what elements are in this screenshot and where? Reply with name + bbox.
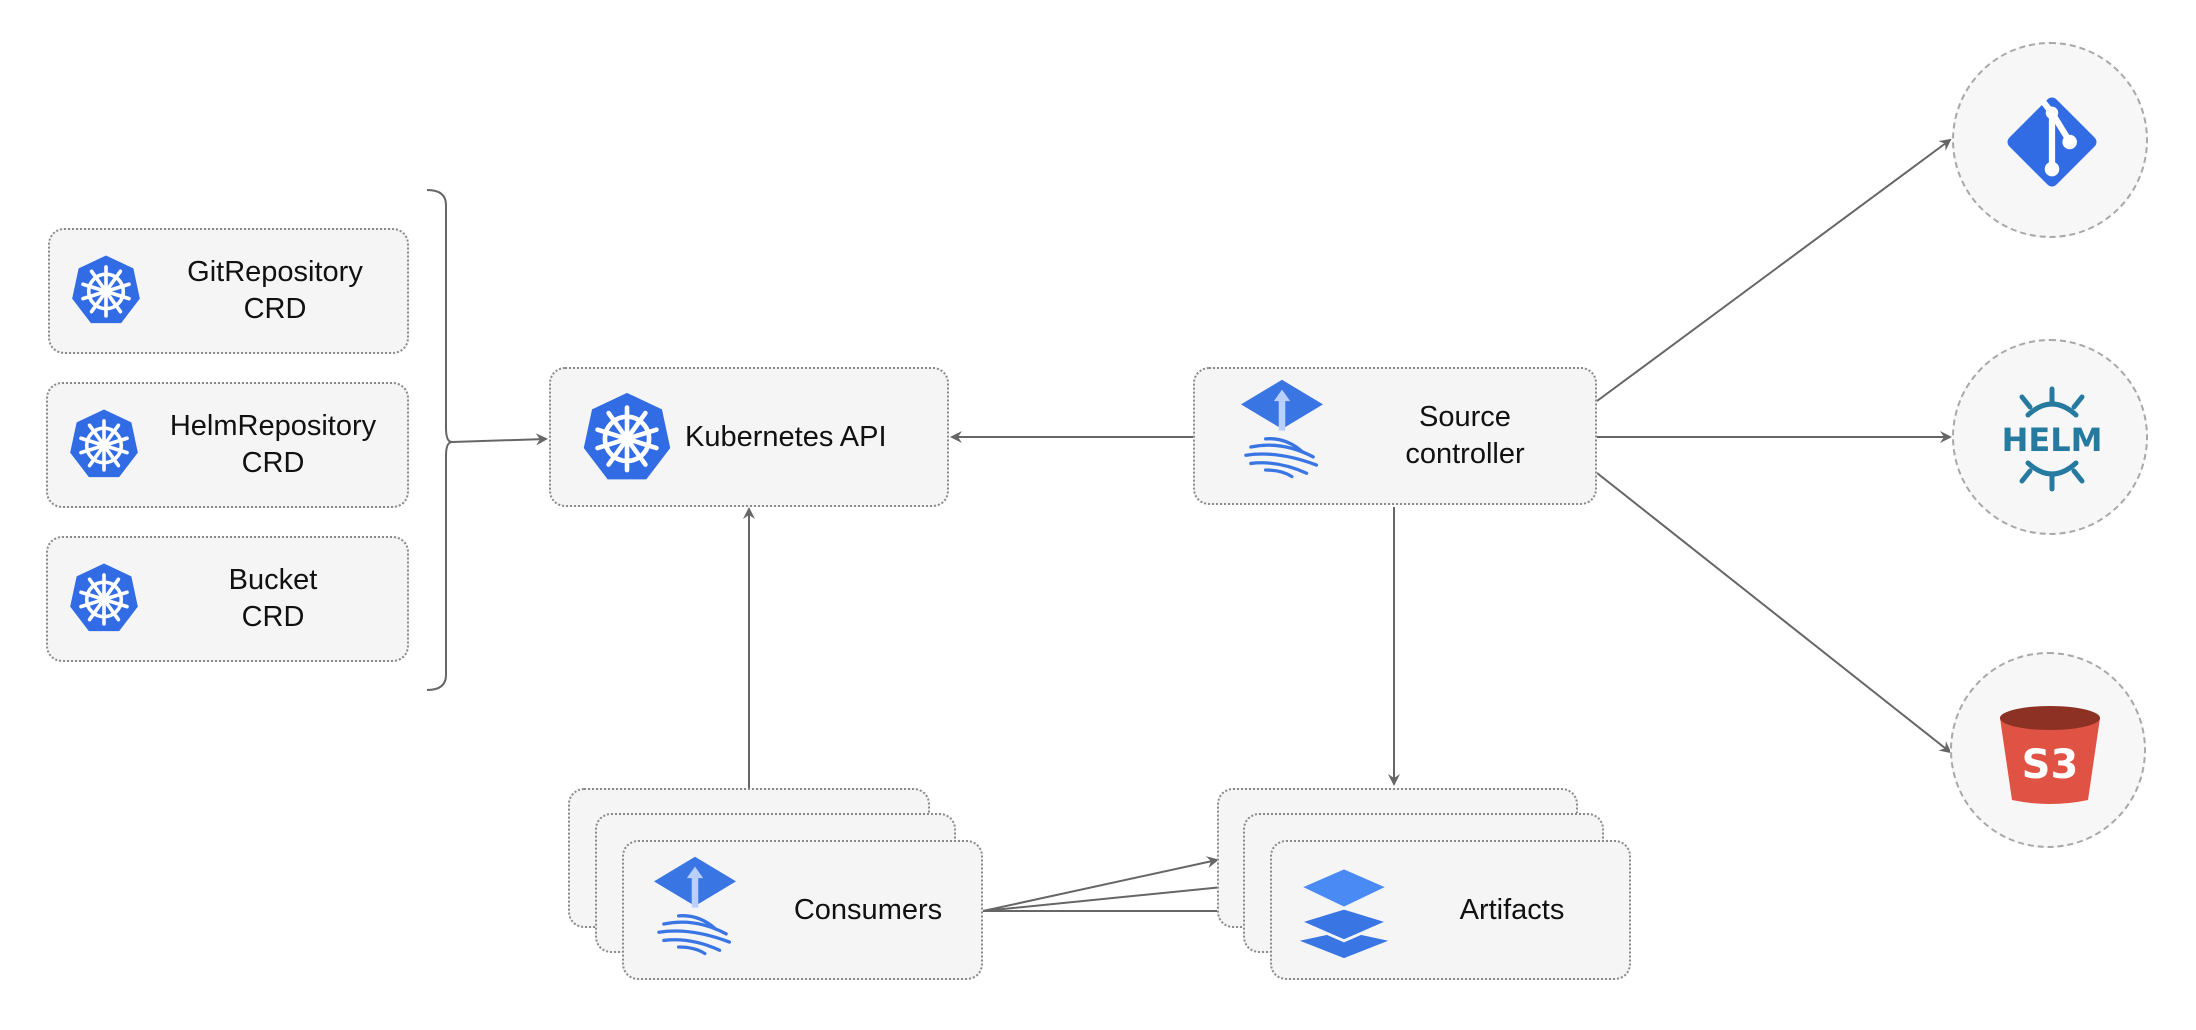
kubernetes-icon: [70, 254, 142, 326]
kubernetes-api-node: Kubernetes API: [549, 367, 949, 507]
consumers-label: Consumers: [793, 894, 943, 926]
helm-icon: HELM: [2002, 386, 2103, 492]
source-controller-node: Source controller: [1193, 367, 1597, 505]
crd-subtitle: CRD: [241, 447, 305, 479]
crd-title: HelmRepository: [169, 410, 377, 442]
arrow-consumers-to-artifact-2: [982, 880, 1245, 912]
s3-bucket-icon: S3: [2000, 706, 2100, 804]
arrow-controller-to-s3: [1596, 472, 1952, 754]
source-controller-line1: Source: [1419, 401, 1511, 433]
crd-subtitle: CRD: [241, 601, 305, 633]
consumers-node: Consumers: [622, 840, 983, 980]
flux-icon: [654, 856, 736, 956]
crd-title: GitRepository: [187, 256, 363, 288]
kubernetes-icon: [68, 408, 140, 480]
artifacts-label: Artifacts: [1459, 894, 1565, 926]
crd-title: Bucket: [228, 564, 318, 596]
arrow-crds-to-api: [451, 433, 548, 446]
crd-subtitle: CRD: [243, 293, 307, 325]
crd-brace: [426, 189, 453, 691]
git-source: [1952, 42, 2148, 238]
s3-text: S3: [2022, 742, 2079, 788]
kubernetes-api-label: Kubernetes API: [685, 421, 887, 453]
source-controller-line2: controller: [1405, 438, 1525, 470]
s3-source: S3: [1950, 652, 2146, 848]
arrow-consumers-to-artifact-1: [982, 856, 1219, 912]
kubernetes-icon: [581, 391, 673, 483]
layers-icon: [1296, 866, 1392, 959]
flux-icon: [1241, 379, 1323, 479]
kubernetes-icon: [68, 562, 140, 634]
arrow-controller-to-git: [1596, 138, 1952, 402]
helm-source: HELM: [1952, 339, 2148, 535]
helm-text: HELM: [2002, 421, 2103, 459]
artifacts-node: Artifacts: [1270, 840, 1631, 980]
git-icon: [2007, 97, 2097, 187]
